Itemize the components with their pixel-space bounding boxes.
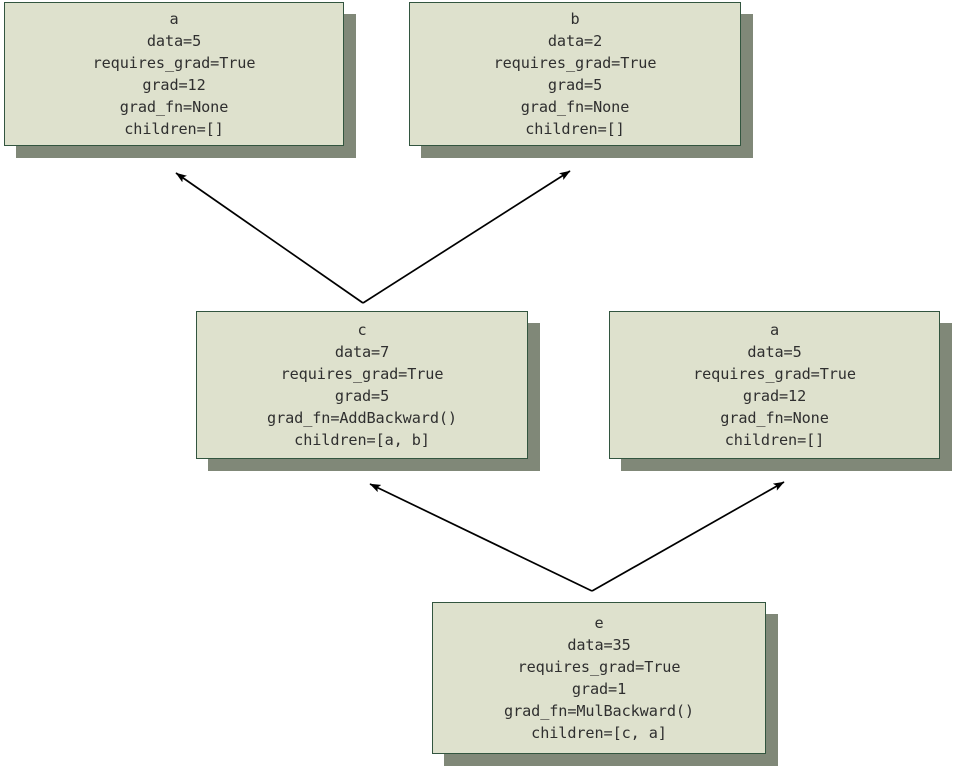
node-bevel-bottom-left — [196, 459, 208, 471]
edge-e-to-a-right — [591, 481, 785, 592]
node-attribute: grad_fn=None — [520, 98, 630, 117]
node-attribute: grad_fn=AddBackward() — [267, 409, 457, 428]
node-bevel-bottom-left — [409, 146, 421, 158]
node-node-b-top[interactable]: b data=2 requires_grad=True grad=5 grad_fn=N… — [409, 2, 753, 158]
node-attribute: grad=1 — [571, 680, 627, 698]
node-bevel-top-right — [940, 311, 952, 323]
node-attribute: children=[c, a] — [531, 724, 667, 743]
node-attribute: requires_grad=True — [493, 53, 657, 72]
node-bevel-bottom-left — [432, 754, 444, 766]
node-attribute: grad_fn=None — [720, 409, 829, 428]
node-face: e data=35 requires_grad=True grad=1 grad_fn=… — [432, 602, 766, 754]
node-title: a — [169, 9, 179, 28]
node-face: a data=5 requires_grad=True grad=12 grad_fn=… — [609, 311, 940, 459]
edge-c-to-a-top — [175, 172, 364, 304]
node-face: a data=5 requires_grad=True grad=12 grad_fn=… — [4, 2, 344, 146]
node-attribute: requires_grad=True — [693, 364, 856, 383]
node-bevel-top-right — [766, 602, 778, 614]
node-attribute: requires_grad=True — [517, 657, 681, 676]
node-attribute: requires_grad=True — [92, 53, 256, 72]
node-node-a-right[interactable]: a data=5 requires_grad=True grad=12 grad_fn=… — [609, 311, 952, 471]
node-bevel-bottom-left — [609, 459, 621, 471]
node-title: a — [769, 320, 780, 339]
node-face: c data=7 requires_grad=True grad=5 grad_fn=A… — [196, 311, 528, 459]
node-attribute: grad=12 — [742, 387, 807, 405]
node-title: e — [594, 613, 604, 632]
node-bevel-bottom-left — [4, 146, 16, 158]
node-attribute: data=7 — [334, 342, 390, 361]
node-title: c — [357, 320, 367, 339]
node-attribute: data=5 — [747, 342, 802, 361]
node-attribute: children=[] — [525, 120, 625, 139]
node-attribute: children=[a, b] — [294, 431, 430, 450]
node-node-c[interactable]: c data=7 requires_grad=True grad=5 grad_fn=A… — [196, 311, 540, 471]
node-attribute: grad=5 — [334, 387, 390, 405]
node-bevel-top-right — [344, 2, 356, 14]
node-bevel-top-right — [528, 311, 540, 323]
node-attribute: data=2 — [547, 31, 603, 50]
node-attribute: children=[] — [724, 431, 825, 450]
node-face: b data=2 requires_grad=True grad=5 grad_fn=N… — [409, 2, 741, 146]
node-title: b — [570, 9, 580, 28]
node-attribute: children=[] — [124, 120, 224, 139]
edge-c-to-b-top — [362, 170, 571, 304]
edge-e-to-c — [369, 483, 593, 592]
node-attribute: data=35 — [567, 635, 631, 654]
node-attribute: data=5 — [146, 31, 202, 50]
node-attribute: grad_fn=MulBackward() — [504, 702, 694, 721]
node-node-e[interactable]: e data=35 requires_grad=True grad=1 grad_fn=… — [432, 602, 778, 766]
node-node-a-top[interactable]: a data=5 requires_grad=True grad=12 grad_fn=… — [4, 2, 356, 158]
node-attribute: grad=12 — [142, 76, 206, 94]
node-attribute: grad=5 — [547, 76, 603, 94]
node-bevel-top-right — [741, 2, 753, 14]
node-attribute: requires_grad=True — [280, 364, 444, 383]
node-attribute: grad_fn=None — [119, 98, 229, 117]
